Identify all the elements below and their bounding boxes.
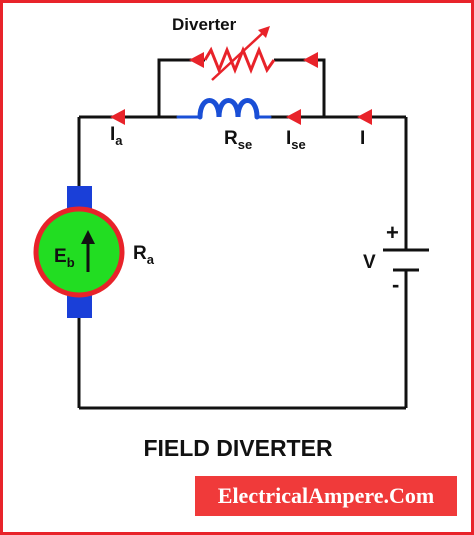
variable-arrow-icon (211, 26, 270, 81)
diverter-resistor (203, 45, 276, 75)
armature-circle (33, 206, 125, 298)
label-ra: Ra (133, 243, 155, 267)
arrow-i-icon (357, 109, 372, 125)
label-plus: + (386, 220, 399, 245)
website-banner: ElectricalAmpere.Com (195, 476, 457, 516)
emf-arrow-icon (81, 230, 95, 272)
label-minus: - (392, 272, 399, 297)
label-diverter: Diverter (172, 15, 237, 34)
armature (33, 186, 125, 318)
label-i: I (360, 128, 365, 149)
diagram-title: FIELD DIVERTER (143, 435, 333, 461)
circuit-wires (77, 58, 408, 410)
label-ise: Ise (286, 128, 306, 152)
battery-symbol (383, 248, 429, 272)
diverter-branch-wire-right (274, 58, 326, 117)
arrow-ise-icon (286, 109, 301, 125)
series-field-coil (176, 98, 272, 120)
diverter-branch-wire-left (157, 58, 205, 117)
label-v: V (363, 252, 376, 273)
arrow-diverter-right-icon (303, 52, 318, 68)
website-label: ElectricalAmpere.Com (217, 483, 435, 508)
label-ia: Ia (110, 124, 123, 148)
arrow-diverter-left-icon (189, 52, 204, 68)
label-rse: Rse (224, 128, 252, 152)
arrow-ia-icon (110, 109, 125, 125)
current-arrows (110, 52, 372, 125)
label-eb: Eb (54, 246, 75, 270)
